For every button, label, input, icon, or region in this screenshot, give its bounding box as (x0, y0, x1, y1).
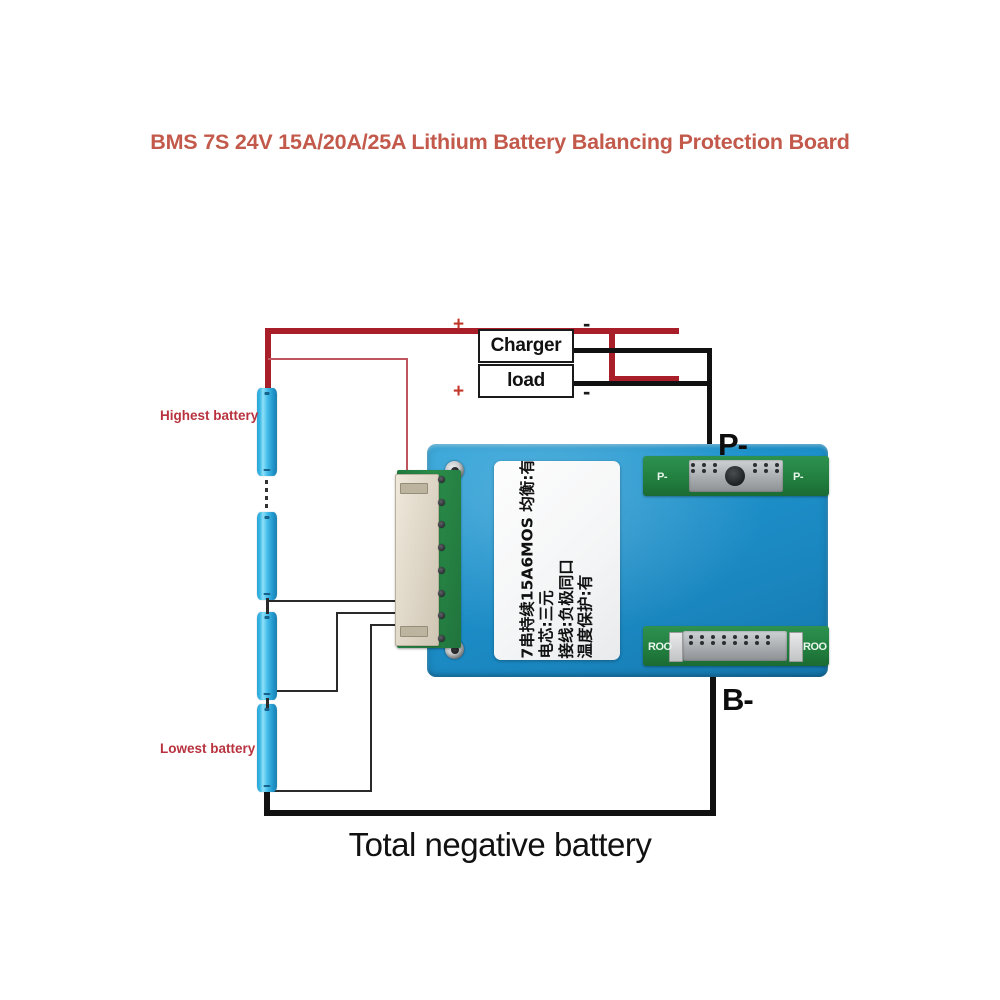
wire-balance-cell2 (266, 600, 436, 602)
p-minus-pad-text-left: P- (657, 471, 668, 483)
connector-pin (438, 544, 445, 552)
wire-positive-to-load (609, 376, 679, 382)
board-spec-label: 7串持续15A6MOS 均衡:有 电芯:三元 接线:负极同口 温度保护:有 (494, 461, 620, 660)
b-minus-wire-stub-left (669, 632, 683, 662)
p-minus-label: P- (718, 427, 748, 462)
spec-line-4: 温度保护:有 (576, 574, 595, 658)
wire-balance-cell3 (266, 690, 338, 692)
p-minus-via-dots-right (753, 463, 785, 473)
balance-connector[interactable] (395, 474, 439, 646)
p-minus-via-dots-left (691, 463, 723, 473)
charger-minus-sign: - (583, 311, 591, 336)
connector-latch-bottom (400, 626, 428, 637)
connector-latch-top (400, 483, 428, 494)
b-minus-label: B- (722, 682, 754, 717)
wire-negative-bus-to-p-minus (707, 348, 712, 462)
load-minus-sign: - (583, 379, 591, 404)
wire-cell3-cell4-link (266, 698, 269, 708)
wire-positive-branch-drop (609, 328, 615, 382)
charger-box[interactable]: Charger (478, 329, 574, 363)
p-minus-pad-text-right: P- (793, 471, 804, 483)
wire-balance-cell4 (266, 790, 372, 792)
wire-balance-cell3-riser (336, 612, 338, 692)
page-title: BMS 7S 24V 15A/20A/25A Lithium Battery B… (150, 130, 850, 154)
connector-pin (438, 498, 445, 506)
battery-cell-3 (257, 612, 277, 700)
battery-series-ellipsis (265, 480, 268, 538)
balance-connector-pins (438, 476, 450, 642)
load-label: load (507, 370, 545, 391)
wire-total-negative-riser (264, 782, 270, 816)
total-negative-caption: Total negative battery (348, 826, 652, 863)
b-minus-wire-stub-right (789, 632, 803, 662)
battery-cell-1 (257, 388, 277, 476)
connector-pin (438, 612, 445, 620)
battery-cell-2 (257, 512, 277, 600)
spec-line-2: 电芯:三元 (537, 589, 556, 658)
connector-pin (438, 566, 445, 574)
board-spec-label-text: 7串持续15A6MOS 均衡:有 电芯:三元 接线:负极同口 温度保护:有 (518, 461, 595, 658)
b-minus-terminal-strip[interactable]: ROO ROO (643, 626, 829, 666)
p-minus-pad-hole (725, 466, 745, 486)
wire-balance-cell1-drop (406, 358, 408, 514)
wire-positive-to-charger (609, 328, 679, 334)
charger-label: Charger (490, 335, 562, 356)
wire-total-negative-rail (264, 810, 716, 816)
spec-line-1: 7串持续15A6MOS 均衡:有 (518, 461, 537, 658)
b-minus-pad-text-left: ROO (648, 641, 672, 653)
wire-cell2-cell3-link (266, 598, 269, 614)
wire-negative-charger (570, 348, 712, 353)
wire-balance-cell1 (268, 358, 408, 360)
bms-board: 7串持续15A6MOS 均衡:有 电芯:三元 接线:负极同口 温度保护:有 (395, 444, 829, 677)
p-minus-terminal-strip[interactable]: P- P- (643, 456, 829, 496)
b-minus-via-dots (689, 635, 781, 645)
charger-plus-sign: + (453, 314, 465, 335)
spec-line-3: 接线:负极同口 (557, 558, 575, 658)
wire-balance-cell3-to-connector (336, 612, 436, 614)
lowest-battery-label: Lowest battery (160, 741, 256, 756)
wire-total-negative-to-b-minus (710, 668, 716, 816)
battery-cell-4 (257, 704, 277, 792)
connector-pin (438, 634, 445, 642)
wire-negative-load (570, 381, 712, 386)
connector-pin (438, 589, 445, 597)
b-minus-pad-text-right: ROO (803, 641, 827, 653)
load-box[interactable]: load (478, 364, 574, 398)
wire-positive-top-rail (265, 328, 615, 334)
highest-battery-label: Highest battery (160, 408, 259, 423)
wire-balance-cell4-riser (370, 624, 372, 792)
load-plus-sign: + (453, 381, 465, 402)
connector-pin (438, 521, 445, 529)
connector-pin (438, 476, 445, 483)
